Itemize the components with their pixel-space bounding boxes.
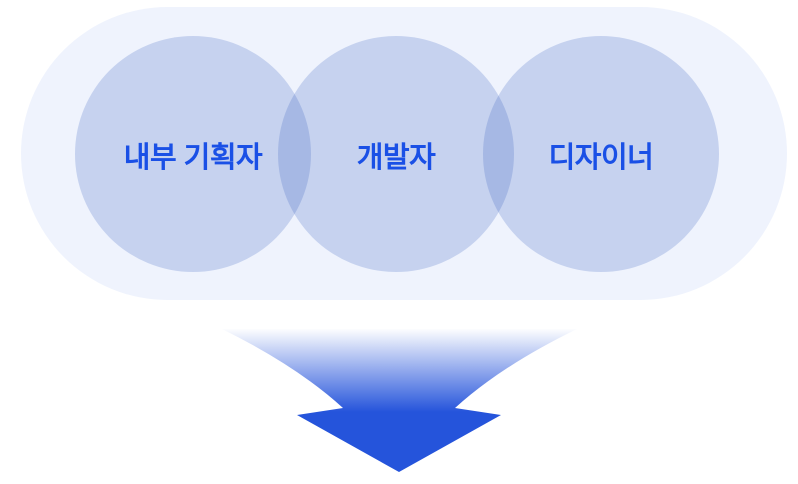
circle-designer: 디자이너	[483, 36, 719, 272]
converge-arrow-shape	[222, 329, 577, 472]
converge-down-arrow-icon	[222, 329, 577, 472]
circle-label-developer: 개발자	[356, 142, 436, 174]
circle-label-designer: 디자이너	[548, 142, 654, 174]
circle-developer: 개발자	[278, 36, 514, 272]
roles-pill-background	[21, 7, 787, 300]
circle-internal-planner: 내부 기획자	[75, 36, 311, 272]
circle-label-internal-planner: 내부 기획자	[123, 142, 263, 174]
